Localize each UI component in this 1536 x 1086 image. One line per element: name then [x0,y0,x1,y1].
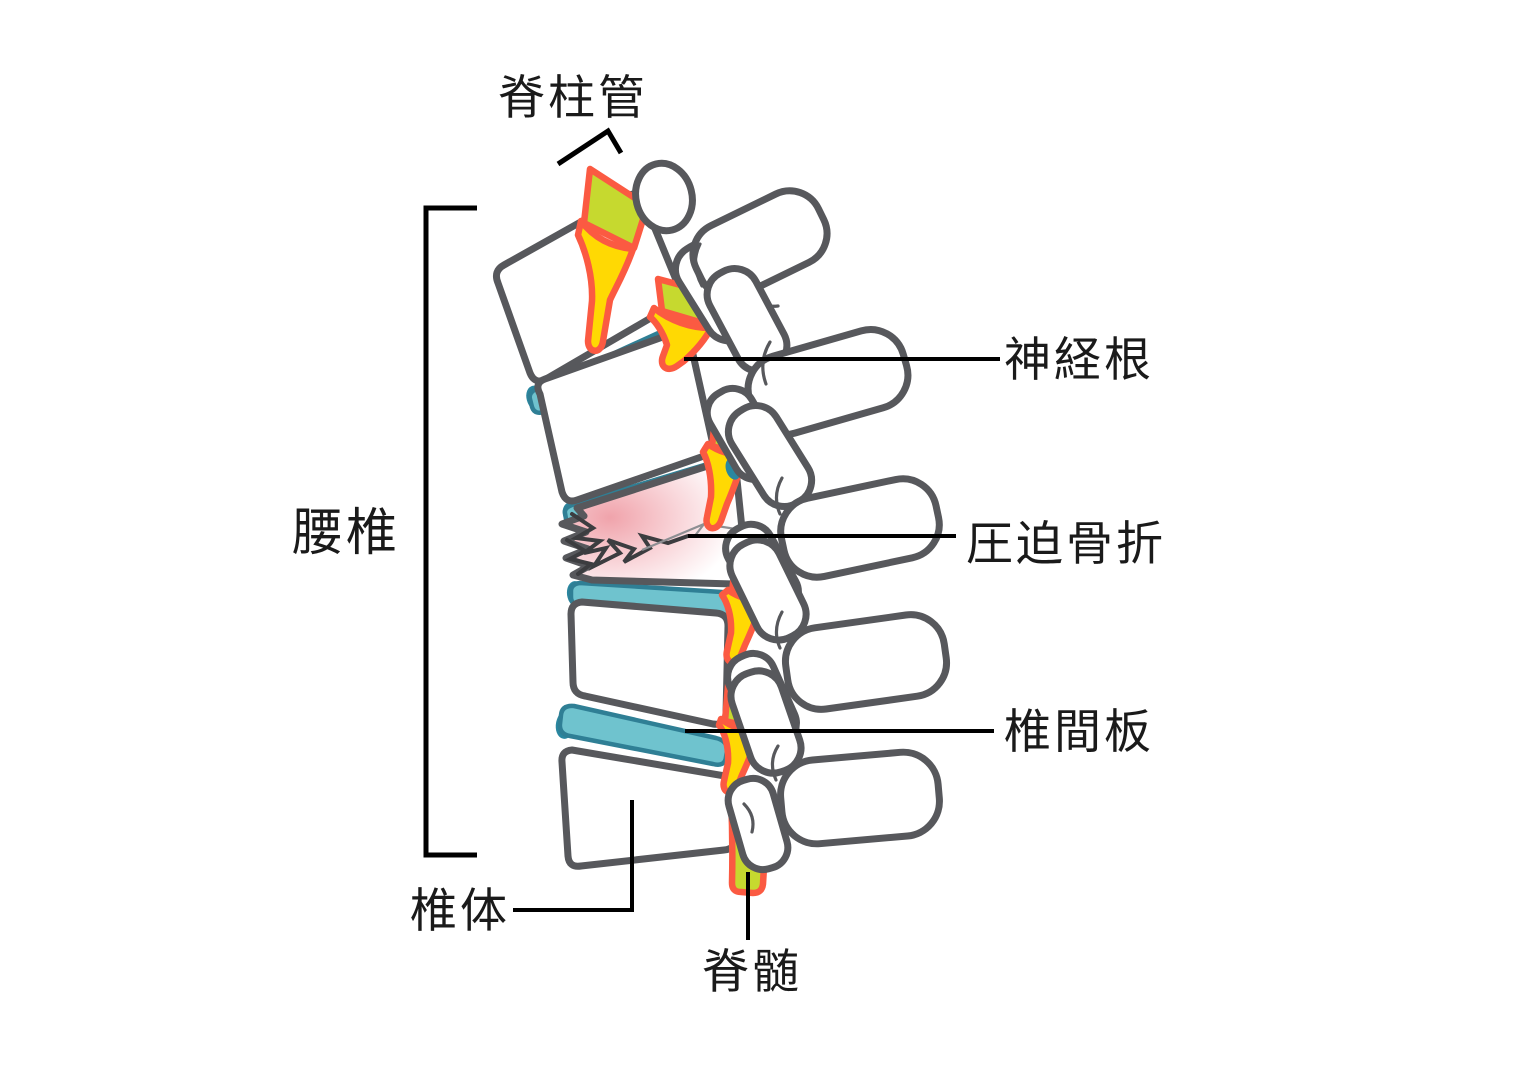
labels: 脊柱管 腰椎 神経根 圧迫骨折 椎間板 椎体 脊髄 [292,71,1166,1000]
vertebra-body-5 [558,746,741,870]
spinous-process [781,611,951,713]
superior-articular-process [632,159,696,235]
spinous-process [777,748,943,848]
spinous-process [777,475,943,581]
label-spinal-cord: 脊髄 [702,945,802,1000]
nerve-root-2 [646,304,715,373]
nerve-root-top [574,217,637,354]
vertebra-body-4 [567,598,732,728]
label-lumbar-spine: 腰椎 [292,504,400,563]
bracket-spinal-canal [556,127,624,167]
inferior-articular-process [724,774,792,874]
vertebral-bodies [493,190,769,870]
bracket-lumbar-spine [423,205,477,858]
label-nerve-root: 神経根 [1004,333,1154,388]
label-vertebral-body: 椎体 [410,884,510,939]
leader-vertebral-body [513,800,634,912]
vertebral-processes [632,159,951,874]
label-spinal-canal: 脊柱管 [498,71,648,126]
label-compression-fracture: 圧迫骨折 [966,517,1166,572]
label-intervertebral-disc: 椎間板 [1004,705,1154,760]
superior-articular-process [726,536,810,644]
vertebra-2-processes [703,265,912,484]
leader-lines [423,127,1000,940]
